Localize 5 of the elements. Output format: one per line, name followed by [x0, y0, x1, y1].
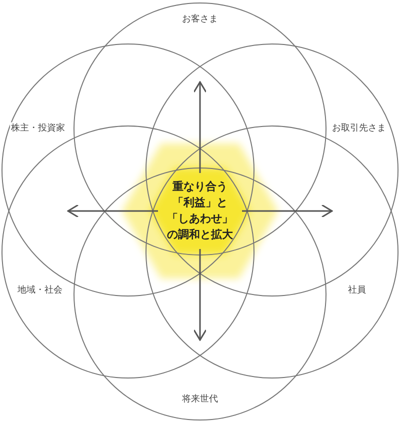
arrow: [67, 204, 158, 218]
arrow: [193, 81, 207, 173]
center-text: 重なり合う「利益」と「しあわせ」の調和と拡大: [166, 179, 234, 243]
arrow: [193, 249, 207, 341]
arrow: [242, 204, 333, 218]
